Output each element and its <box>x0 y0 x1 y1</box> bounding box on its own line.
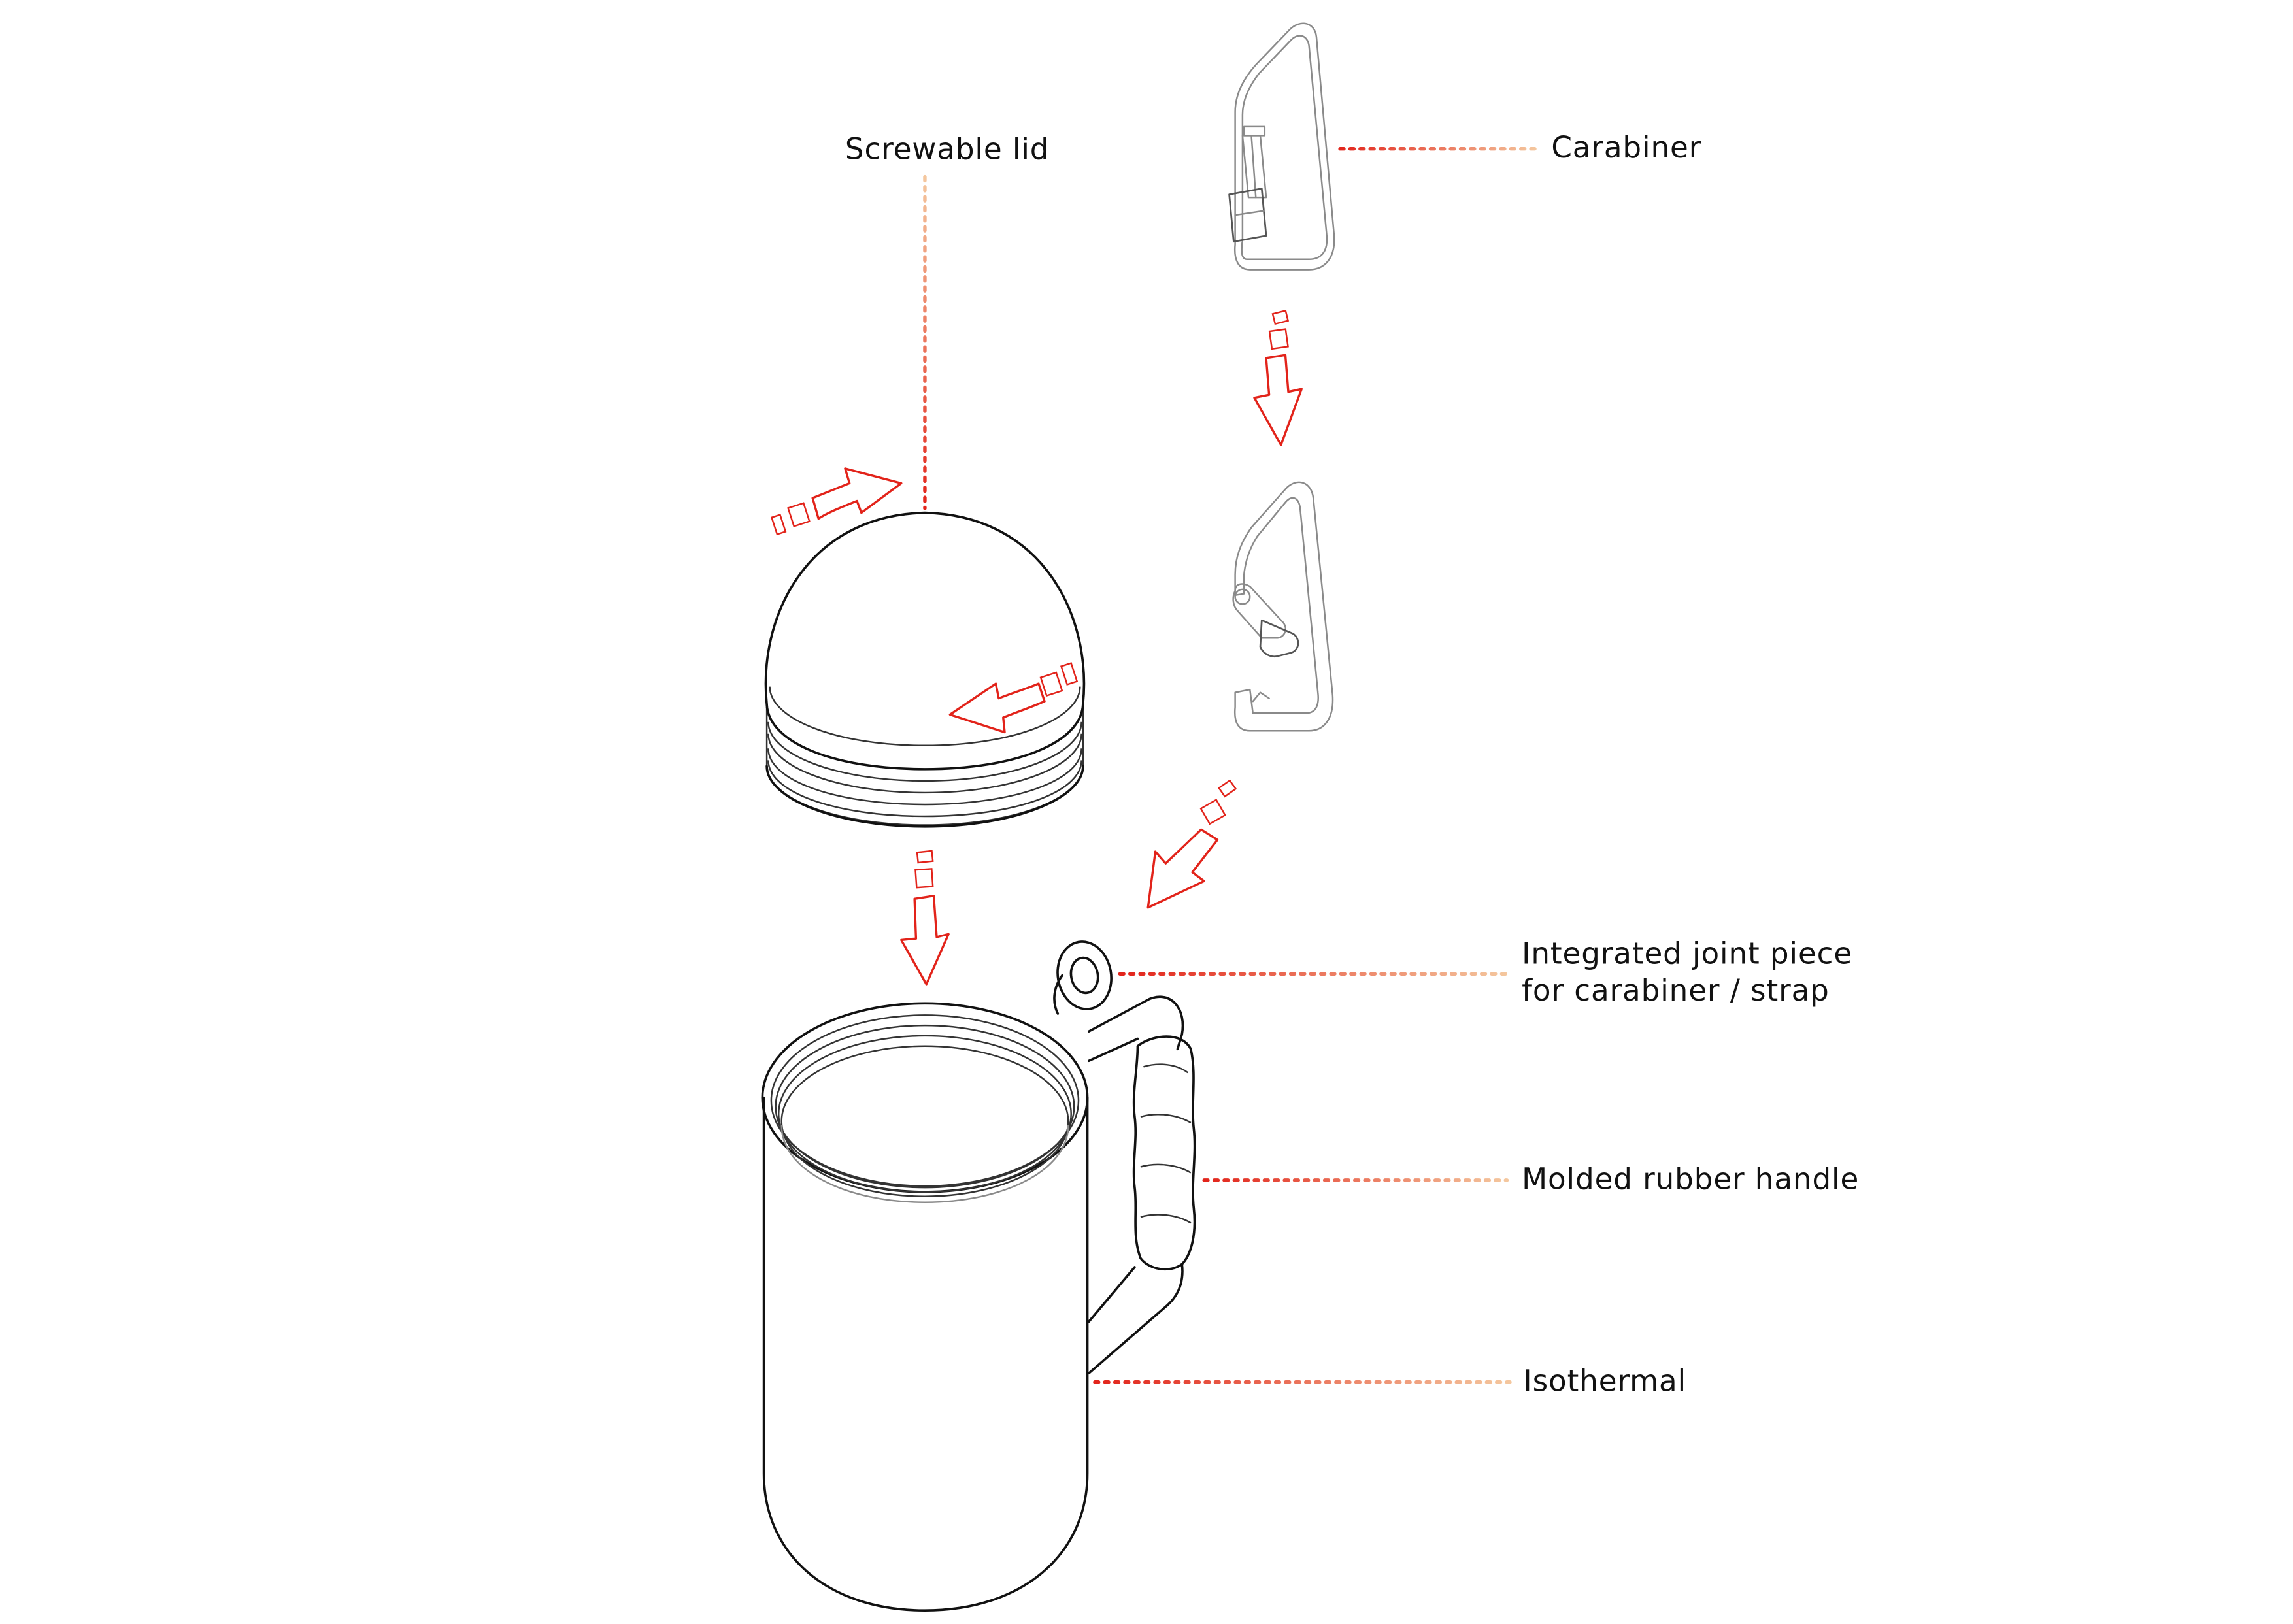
rotate-arrow-bottom-icon <box>948 662 1079 734</box>
label-isothermal: Isothermal <box>1093 1363 1686 1398</box>
screwable-lid-icon <box>764 511 1086 828</box>
lid-down-arrow-icon <box>900 850 950 986</box>
label-rubber-handle: Molded rubber handle <box>1202 1161 1859 1196</box>
rubber-handle-text: Molded rubber handle <box>1522 1161 1859 1196</box>
isothermal-text: Isothermal <box>1523 1363 1686 1398</box>
joint-text-line2: for carabiner / strap <box>1522 973 1830 1008</box>
label-carabiner: Carabiner <box>1338 130 1701 165</box>
joint-text-line1: Integrated joint piece <box>1522 936 1852 971</box>
carabiner-open-icon <box>1232 481 1334 732</box>
carabiner-down-arrow-icon <box>1253 309 1303 446</box>
carabiner-diagonal-arrow-icon <box>1146 779 1237 909</box>
carabiner-text: Carabiner <box>1551 130 1701 165</box>
rotate-arrow-top-icon <box>770 467 903 536</box>
screwable-lid-text: Screwable lid <box>845 132 1049 167</box>
carabiner-closed-icon <box>1228 22 1335 271</box>
label-integrated-joint: Integrated joint piece for carabiner / s… <box>1118 936 1852 1008</box>
isothermal-mug-icon <box>761 940 1196 1612</box>
label-screwable-lid: Screwable lid <box>845 132 1049 510</box>
